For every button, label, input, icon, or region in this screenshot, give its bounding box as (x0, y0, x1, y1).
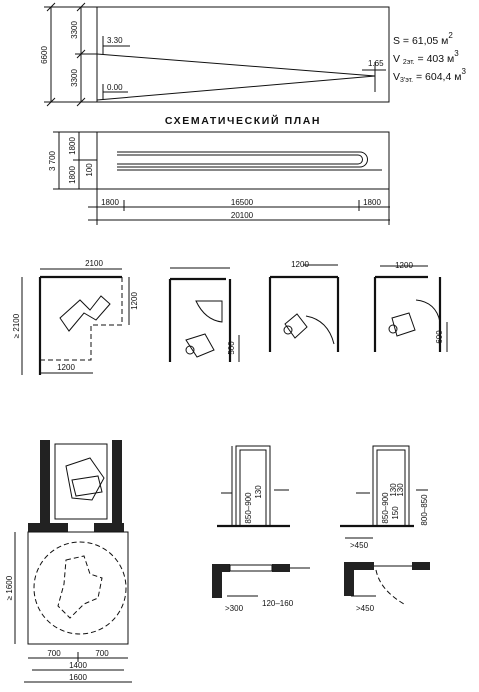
dim-d1-bottom: 1200 (57, 363, 75, 372)
ramp-slope-line (96, 53, 376, 77)
dim-tick (46, 2, 56, 12)
wheelchair-icon (284, 313, 308, 339)
door-swing (195, 300, 223, 323)
door-leaf (376, 449, 406, 527)
wheelchair-icon (71, 475, 103, 497)
ramp-section: 6600 3300 3300 3.30 0.00 1.65 S = 61,05 … (40, 2, 466, 107)
dim-d4-top: 1200 (395, 261, 413, 270)
door-plan-1: >300 120–160 (212, 564, 310, 613)
dim-plan1-depth: 120–160 (262, 599, 294, 608)
door-swing (415, 299, 441, 323)
dim-plan-total-width: 20100 (231, 211, 254, 220)
wheelchair-icon (391, 312, 416, 337)
dim-door2-height: 850–900 (381, 492, 390, 524)
dim-d4-side: 600 (435, 330, 444, 344)
wheelchair-icon (185, 333, 215, 358)
turn-circle (33, 541, 127, 635)
dim-door1-height: 850–900 (244, 492, 253, 524)
turn-diagram-2: 500 (168, 267, 240, 362)
door-swing (375, 569, 405, 605)
wall (412, 562, 430, 570)
dim-ramp-lower: 3300 (70, 69, 79, 87)
dim-door2-small-b: 130 (396, 483, 405, 497)
formula-area: S = 61,05 м2 (393, 31, 453, 47)
wheelchair-icon (65, 457, 105, 501)
wall (344, 562, 374, 570)
wheelchair-wheel (283, 325, 293, 335)
turn-diagram-4: 1200 600 (373, 261, 448, 352)
level-end: 1.65 (368, 59, 384, 68)
plan-outline (96, 131, 390, 190)
dim-tick (76, 2, 86, 12)
dim-plan-total: 3 700 (48, 150, 57, 171)
formula-volume-2: V 2эт. = 403 м3 (393, 49, 459, 66)
wheelchair-wheel (388, 324, 398, 334)
dim-plan1-gap: >300 (225, 604, 244, 613)
wall (212, 564, 222, 598)
dim-d3-top: 1200 (291, 260, 309, 269)
dim-lift-half-left: 700 (47, 649, 61, 658)
wheelchair-icon (59, 295, 111, 332)
dim-plan-right: 1800 (363, 198, 381, 207)
dim-door2-small-a: 130 (389, 483, 398, 497)
door-frame (235, 445, 271, 527)
door-elevation-2: 850–900 130 130 150 800–850 >450 (340, 445, 429, 550)
dim-d1-top: 2100 (85, 259, 103, 268)
dim-plan-gap: 100 (85, 163, 94, 177)
lift-cabin (54, 443, 108, 520)
dim-tick (76, 97, 86, 107)
plan-track-outer (117, 151, 368, 168)
plan-title: СХЕМАТИЧЕСКИЙ ПЛАН (165, 114, 321, 127)
dim-lift-vertical: ≥ 1600 (5, 575, 14, 600)
dim-d1-right: 1200 (130, 292, 139, 310)
wall (212, 564, 230, 572)
dim-tick (76, 49, 86, 59)
dim-plan-left: 1800 (101, 198, 119, 207)
door-swing (305, 315, 335, 345)
door-plan-2: >450 (344, 562, 430, 613)
dim-plan-middle: 16500 (231, 198, 254, 207)
door-leaf (229, 564, 273, 572)
dim-door2-right-height: 800–850 (420, 494, 429, 526)
ramp-slope-line (96, 75, 376, 101)
lift-plan: ≥ 1600 700 700 1400 1600 (5, 440, 132, 683)
dim-lift-outer: 1600 (69, 673, 87, 682)
dim-plan-upper: 1800 (68, 137, 77, 155)
wall (112, 440, 122, 523)
dim-lift-inner: 1400 (69, 661, 87, 670)
wall (40, 440, 50, 523)
wheelchair-outline (57, 555, 103, 619)
formula-volume-3: V3'эт. = 604,4 м3 (393, 67, 466, 84)
wall (28, 523, 68, 532)
dim-plan2-gap: >450 (356, 604, 375, 613)
schematic-plan: СХЕМАТИЧЕСКИЙ ПЛАН 3 700 1800 1800 100 1… (48, 114, 390, 225)
level-top: 3.30 (107, 36, 123, 45)
wall (272, 564, 290, 572)
dim-d2-side: 500 (227, 341, 236, 355)
dim-tick (46, 97, 56, 107)
dim-ramp-upper: 3300 (70, 21, 79, 39)
dim-ramp-total: 6600 (40, 46, 49, 64)
dim-d1-left: ≥ 2100 (12, 313, 21, 338)
door-leaf (239, 449, 267, 527)
dim-door1-small: 130 (254, 485, 263, 499)
plan-track-inner (117, 154, 363, 165)
dim-door2-gap: >450 (350, 541, 369, 550)
wheelchair-wheel (185, 345, 195, 355)
turn-diagram-3: 1200 (268, 260, 340, 352)
door-elevation-1: 850–900 130 (217, 445, 290, 528)
turn-diagram-1: 2100 ≥ 2100 1200 1200 (12, 259, 139, 375)
wall (94, 523, 124, 532)
turn-zone-outline (40, 277, 123, 361)
dim-plan-lower: 1800 (68, 166, 77, 184)
dim-door2-low: 150 (391, 506, 400, 520)
wall (344, 562, 354, 596)
lobby-outline (27, 531, 129, 645)
level-bottom: 0.00 (107, 83, 123, 92)
dim-lift-half-right: 700 (95, 649, 109, 658)
